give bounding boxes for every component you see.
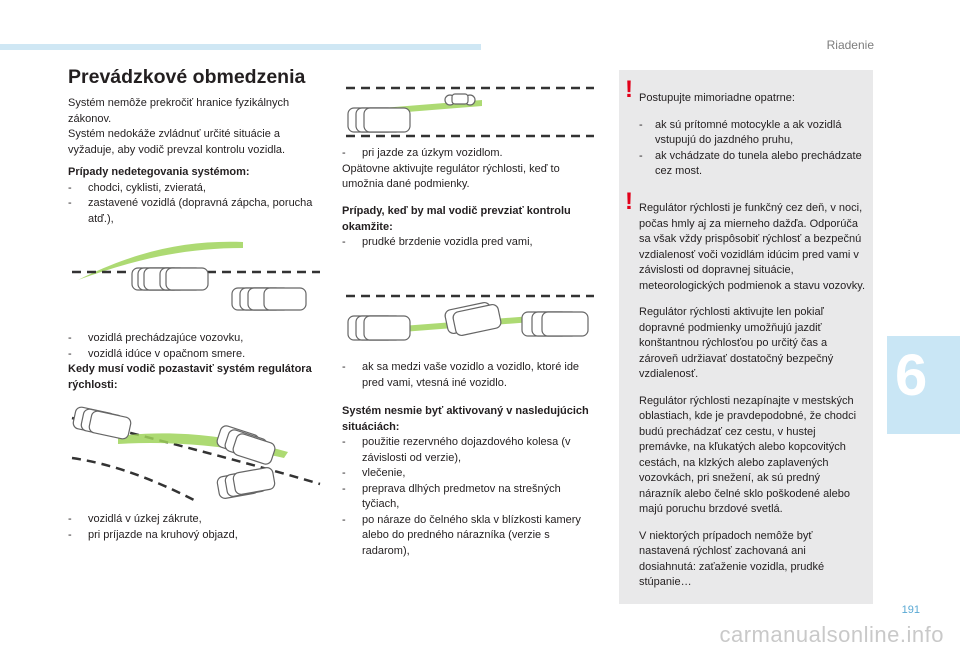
- list-item: pri jazde za úzkym vozidlom.: [342, 146, 598, 162]
- cut-in-illustration: [346, 294, 594, 341]
- pause-heading: Kedy musí vodič pozastaviť systém regulá…: [68, 363, 312, 391]
- crossing-section: vozidlá prechádzajúce vozovku, vozidlá i…: [68, 331, 322, 393]
- list-item: po náraze do čelného skla v blízkosti ka…: [342, 513, 598, 560]
- page-number: 191: [901, 604, 920, 616]
- narrow-vehicle-illustration: [346, 86, 594, 138]
- intro-line-2: Systém nedokáže zvládnuť určité situácie…: [68, 128, 286, 156]
- warning-exclamation-icon: !: [625, 76, 633, 103]
- curve-section: vozidlá v úzkej zákrute, pri príjazde na…: [68, 512, 322, 543]
- list-item: zastavené vozidlá (dopravná zápcha, poru…: [68, 196, 322, 227]
- list-item: chodci, cyklisti, zvieratá,: [68, 181, 322, 197]
- warning-exclamation-icon: !: [625, 188, 633, 215]
- list-item: vlečenie,: [342, 466, 598, 482]
- header-accent-bar: [0, 44, 481, 50]
- intro-line-1: Systém nemôže prekročiť hranice fyzikáln…: [68, 97, 290, 125]
- undetected-section: Prípady nedetegovania systémom: chodci, …: [68, 165, 322, 227]
- chapter-tab[interactable]: 6: [887, 336, 960, 434]
- intro-text: Systém nemôže prekročiť hranice fyzikáln…: [68, 96, 322, 158]
- not-activate-section: Systém nesmie byť aktivovaný v nasledujú…: [342, 404, 598, 559]
- list-item: ak vchádzate do tunela alebo prechádzate…: [639, 149, 865, 180]
- warning-paragraph: V niektorých prípadoch nemôže byť nastav…: [639, 529, 825, 589]
- list-item: pri príjazde na kruhový objazd,: [68, 528, 322, 544]
- warning-paragraph: Regulátor rýchlosti je funkčný cez deň, …: [639, 202, 866, 292]
- warning-panel-caution: ! Postupujte mimoriadne opatrne: ak sú p…: [619, 70, 873, 182]
- list-item: ak sa medzi vaše vozidlo a vozidlo, ktor…: [342, 360, 598, 391]
- list-item: prudké brzdenie vozidla pred vami,: [342, 235, 598, 251]
- curve-illustration: [71, 406, 321, 504]
- list-item: vozidlá prechádzajúce vozovku,: [68, 331, 322, 347]
- warning-panel-conditions: ! Regulátor rýchlosti je funkčný cez deň…: [619, 182, 873, 604]
- warning-intro: Postupujte mimoriadne opatrne:: [639, 92, 795, 104]
- warning-paragraph: Regulátor rýchlosti nezapínajte v mestsk…: [639, 394, 857, 516]
- page-title: Prevádzkové obmedzenia: [68, 66, 306, 88]
- list-item: vozidlá v úzkej zákrute,: [68, 512, 322, 528]
- cut-in-section: ak sa medzi vaše vozidlo a vozidlo, ktor…: [342, 360, 598, 391]
- list-item: použitie rezervného dojazdového kolesa (…: [342, 435, 598, 466]
- list-item: ak sú prítomné motocykle a ak vozidlá vs…: [639, 118, 865, 149]
- watermark: carmanualsonline.info: [719, 622, 944, 647]
- not-activate-heading: Systém nesmie byť aktivovaný v nasledujú…: [342, 405, 589, 433]
- list-item: preprava dlhých predmetov na strešných t…: [342, 482, 598, 513]
- warning-paragraph: Regulátor rýchlosti aktivujte len pokiaľ…: [639, 306, 834, 380]
- narrow-vehicle-section: pri jazde za úzkym vozidlom. Opätovne ak…: [342, 146, 598, 193]
- list-item: vozidlá idúce v opačnom smere.: [68, 347, 322, 363]
- stopped-traffic-illustration: [72, 241, 320, 311]
- takeover-section: Prípady, keď by mal vodič prevziať kontr…: [342, 204, 598, 251]
- undetected-heading: Prípady nedetegovania systémom:: [68, 166, 250, 178]
- takeover-heading: Prípady, keď by mal vodič prevziať kontr…: [342, 205, 571, 233]
- chapter-tab-number: 6: [895, 343, 928, 408]
- chapter-title: Riadenie: [826, 38, 874, 52]
- reactivate-text: Opätovne aktivujte regulátor rýchlosti, …: [342, 162, 560, 191]
